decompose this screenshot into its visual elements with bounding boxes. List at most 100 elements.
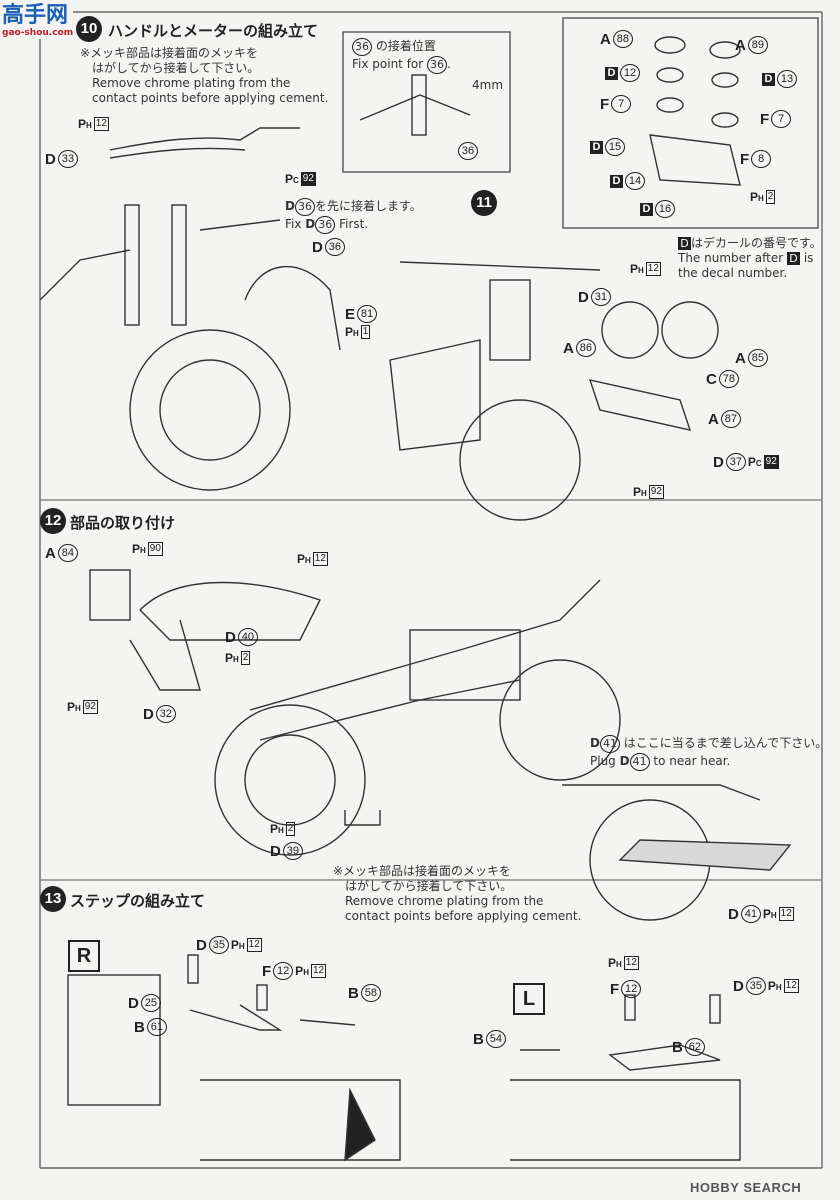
- paint-type: H: [638, 266, 644, 275]
- paint-code: PH: [630, 262, 644, 276]
- part-number: 40: [237, 628, 258, 646]
- paint-code: PH: [270, 822, 284, 836]
- part-letter: D: [143, 705, 154, 723]
- part-letter: A: [45, 544, 56, 562]
- inset-part-36: 36: [458, 142, 478, 160]
- part-letter: F: [760, 110, 770, 128]
- hobby-search-logo: HOBBY SEARCH: [690, 1180, 802, 1195]
- part-number: 32: [155, 705, 176, 723]
- paint-number: 12: [645, 262, 661, 276]
- paint-number: 12: [93, 117, 109, 131]
- part-number: 88: [612, 30, 633, 48]
- part-letter: B: [134, 1018, 145, 1036]
- part-number: 81: [357, 305, 378, 323]
- part-letter: A: [735, 349, 746, 367]
- paint-code: PH: [230, 938, 245, 952]
- paint-number: 12: [246, 938, 262, 952]
- paint-type: H: [770, 911, 777, 920]
- part-letter: A: [600, 30, 611, 48]
- right-side-label: R: [68, 940, 100, 972]
- paint-code: PH: [78, 117, 92, 131]
- step-10-title: ハンドルとメーターの組み立て: [108, 22, 319, 40]
- paint-code: PH: [297, 552, 311, 566]
- part-number: 7: [611, 95, 632, 113]
- part-letter: D: [128, 994, 139, 1012]
- paint-code: PH: [762, 907, 777, 921]
- paint-type: H: [758, 194, 764, 203]
- part-number: 85: [747, 349, 768, 367]
- left-side-label: L: [513, 983, 545, 1015]
- part-number: 61: [146, 1018, 167, 1036]
- part-letter: F: [740, 150, 750, 168]
- part-letter: A: [708, 410, 719, 428]
- part-number: 25: [140, 994, 161, 1012]
- paint-number: 92: [300, 172, 316, 186]
- part-number: 86: [575, 339, 596, 357]
- part-number: 84: [57, 544, 78, 562]
- paint-code: PC: [285, 172, 299, 186]
- part-number: 12: [621, 980, 642, 998]
- step-12-chrome-note: ※メッキ部品は接着面のメッキを はがしてから接着して下さい。 Remove ch…: [333, 864, 582, 923]
- part-number: 36: [324, 238, 345, 256]
- paint-code: PH: [67, 700, 81, 714]
- part-letter: A: [735, 36, 746, 54]
- paint-type: H: [616, 960, 622, 969]
- paint-code: PH: [633, 485, 647, 499]
- step-12-badge: 12: [40, 508, 66, 534]
- part-number: 87: [720, 410, 741, 428]
- step-13-title: ステップの組み立て: [70, 892, 206, 910]
- paint-number: 92: [648, 485, 664, 499]
- paint-type: H: [140, 546, 146, 555]
- part-letter: D: [196, 936, 207, 954]
- inset-36-caption: 36 の接着位置 Fix point for 36.: [352, 38, 451, 74]
- paint-number: 1: [360, 325, 371, 339]
- part-letter: D: [578, 288, 589, 306]
- part-letter: D: [45, 150, 56, 168]
- step-10-badge: 10: [76, 16, 102, 42]
- part-letter: D: [605, 66, 618, 80]
- inset-dimension: 4mm: [472, 78, 504, 92]
- part-letter: B: [473, 1030, 484, 1048]
- part-number: 54: [485, 1030, 506, 1048]
- part-number: 35: [745, 977, 766, 995]
- paint-number: 12: [312, 552, 328, 566]
- paint-type: H: [278, 826, 284, 835]
- part-letter: D: [728, 905, 739, 923]
- part-number: 62: [684, 1038, 705, 1056]
- part-number: 8: [751, 150, 772, 168]
- paint-code: PH: [132, 542, 146, 556]
- paint-code: PH: [345, 325, 359, 339]
- watermark-logo: 高手网 gao-shou.com: [2, 3, 74, 39]
- paint-type: H: [75, 704, 81, 713]
- paint-type: H: [305, 556, 311, 565]
- part-number: 7: [771, 110, 792, 128]
- paint-type: H: [238, 942, 245, 951]
- part-number: 58: [360, 984, 381, 1002]
- step-11-badge: 11: [471, 190, 497, 216]
